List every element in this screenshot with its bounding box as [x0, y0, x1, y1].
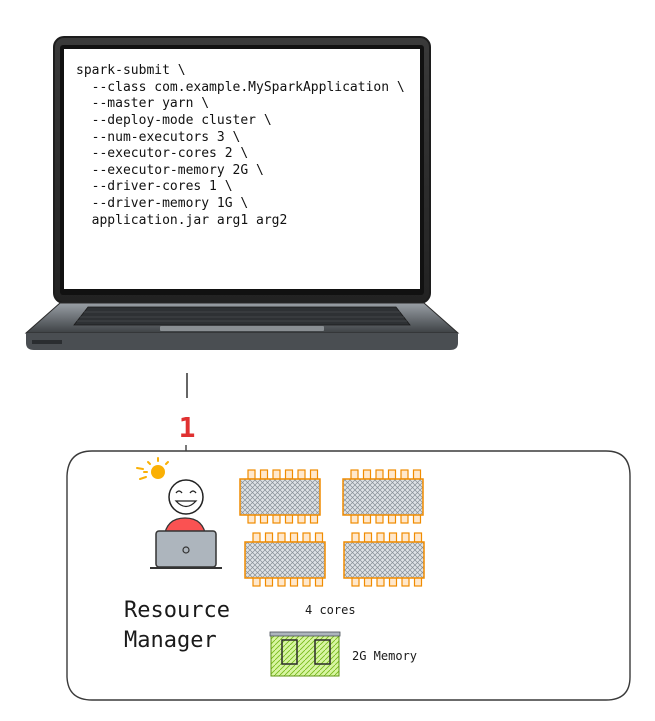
terminal-command: spark-submit \ --class com.example.MySpa… [76, 63, 405, 228]
cpu-chip-icon [239, 469, 321, 524]
laptop-icon [24, 36, 460, 350]
keyboard [73, 306, 411, 326]
terminal-line: --master yarn \ [76, 96, 209, 111]
terminal-line: application.jar arg1 arg2 [76, 213, 287, 228]
terminal-line: --num-executors 3 \ [76, 130, 240, 145]
cpu-chips [239, 469, 425, 587]
terminal-line: --class com.example.MySparkApplication \ [76, 80, 405, 95]
resource-manager-title-line1: Resource [124, 598, 230, 623]
touchpad [160, 326, 324, 331]
lightbulb-icon [136, 457, 169, 480]
person-icon [150, 479, 222, 569]
memory-slot [281, 639, 298, 665]
memory-label: 2G Memory [352, 649, 417, 663]
terminal-line: --executor-memory 2G \ [76, 163, 264, 178]
memory-slot [314, 639, 331, 665]
terminal-line: --executor-cores 2 \ [76, 146, 248, 161]
terminal-line: --deploy-mode cluster \ [76, 113, 272, 128]
step-number: 1 [179, 411, 196, 444]
terminal-line: --driver-cores 1 \ [76, 179, 233, 194]
terminal-line: --driver-memory 1G \ [76, 196, 248, 211]
cpu-chip-icon [343, 532, 425, 587]
cores-label: 4 cores [305, 603, 356, 617]
memory-module-icon [269, 631, 341, 677]
cpu-chip-icon [244, 532, 326, 587]
terminal-line: spark-submit \ [76, 63, 186, 78]
terminal-screen [64, 49, 420, 289]
cpu-chip-icon [342, 469, 424, 524]
resource-manager-title-line2: Manager [124, 628, 217, 653]
